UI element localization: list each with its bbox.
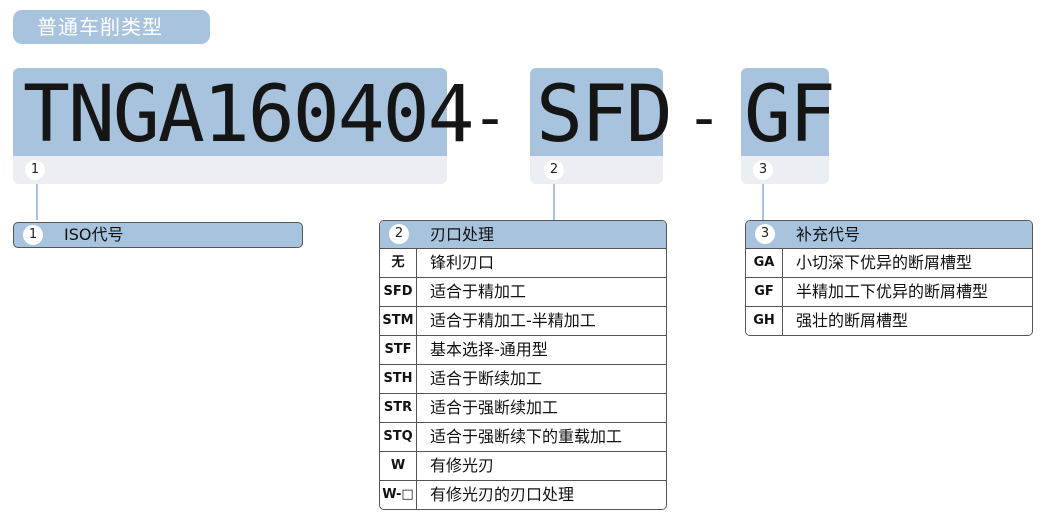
code-separator-2: - [686, 83, 723, 153]
row-description: 基本选择-通用型 [430, 340, 548, 359]
iso-code-label: ISO代号 [64, 225, 124, 244]
iso-code-segment: TNGA160404 1 [13, 68, 475, 184]
row-description: 强壮的断屑槽型 [796, 311, 909, 330]
row-code: W-□ [380, 481, 417, 509]
iso-number-box: 1 [13, 156, 447, 184]
edge-code-box: SFD [530, 68, 673, 160]
iso-code-label-box: 1 ISO代号 [13, 222, 303, 248]
number-badge-3: 3 [753, 160, 773, 180]
iso-code-text: TNGA160404 [23, 70, 475, 160]
row-description: 小切深下优异的断屑槽型 [796, 253, 973, 272]
code-separator-1: - [472, 83, 509, 153]
connector-line-3 [762, 184, 764, 220]
number-badge-1: 1 [25, 160, 45, 180]
row-description: 半精加工下优异的断屑槽型 [796, 282, 989, 301]
connector-line-2 [553, 184, 555, 220]
row-description: 有修光刃 [430, 456, 495, 475]
connector-line-1 [36, 184, 38, 220]
table-row: STM 适合于精加工-半精加工 [380, 306, 666, 335]
table-row: W-□ 有修光刃的刃口处理 [380, 480, 666, 509]
row-description: 锋利刃口 [430, 253, 495, 272]
number-badge-1-label: 1 [23, 225, 43, 245]
groove-code-box: GF [741, 68, 836, 160]
edge-number-box: 2 [530, 156, 663, 184]
row-description: 适合于断续加工 [430, 369, 543, 388]
edge-code-segment: SFD 2 [530, 68, 673, 184]
table-title: 补充代号 [796, 225, 861, 244]
table-row: STF 基本选择-通用型 [380, 335, 666, 364]
edge-code-text: SFD [536, 70, 673, 160]
row-code: GA [746, 249, 783, 277]
number-badge-3-header: 3 [755, 224, 775, 244]
row-code: STM [380, 307, 417, 335]
table-row: W 有修光刃 [380, 451, 666, 480]
iso-code-box: TNGA160404 [13, 68, 475, 160]
table-title: 刃口处理 [430, 225, 495, 244]
row-description: 适合于强断续加工 [430, 398, 559, 417]
row-code: SFD [380, 278, 417, 306]
table-row: STH 适合于断续加工 [380, 364, 666, 393]
table-row: GA 小切深下优异的断屑槽型 [746, 248, 1032, 277]
row-code: GH [746, 307, 783, 335]
groove-number-box: 3 [741, 156, 829, 184]
number-badge-2-header: 2 [389, 224, 409, 244]
row-code: W [380, 452, 417, 480]
row-code: GF [746, 278, 783, 306]
table-row: 无锋利刃口 [380, 248, 666, 277]
table-row: STQ 适合于强断续下的重载加工 [380, 422, 666, 451]
row-code: STH [380, 365, 417, 393]
row-code: STQ [380, 423, 417, 451]
row-description: 适合于精加工-半精加工 [430, 311, 596, 330]
row-code: STR [380, 394, 417, 422]
table-row: GF 半精加工下优异的断屑槽型 [746, 277, 1032, 306]
row-code: STF [380, 336, 417, 364]
table-row: STR 适合于强断续加工 [380, 393, 666, 422]
row-code: 无 [380, 249, 417, 277]
row-description: 有修光刃的刃口处理 [430, 485, 575, 504]
table-header: 3 补充代号 [746, 221, 1032, 248]
row-description: 适合于精加工 [430, 282, 527, 301]
row-description: 适合于强断续下的重载加工 [430, 427, 623, 446]
table-row: SFD 适合于精加工 [380, 277, 666, 306]
supplementary-code-table: 3 补充代号 GA 小切深下优异的断屑槽型 GF 半精加工下优异的断屑槽型 GH 强壮的断… [745, 220, 1033, 336]
table-header: 2 刃口处理 [380, 221, 666, 248]
section-tag: 普通车削类型 [13, 10, 210, 44]
groove-code-text: GF [744, 70, 836, 160]
number-badge-2: 2 [544, 160, 564, 180]
groove-code-segment: GF 3 [741, 68, 836, 184]
table-row: GH 强壮的断屑槽型 [746, 306, 1032, 335]
